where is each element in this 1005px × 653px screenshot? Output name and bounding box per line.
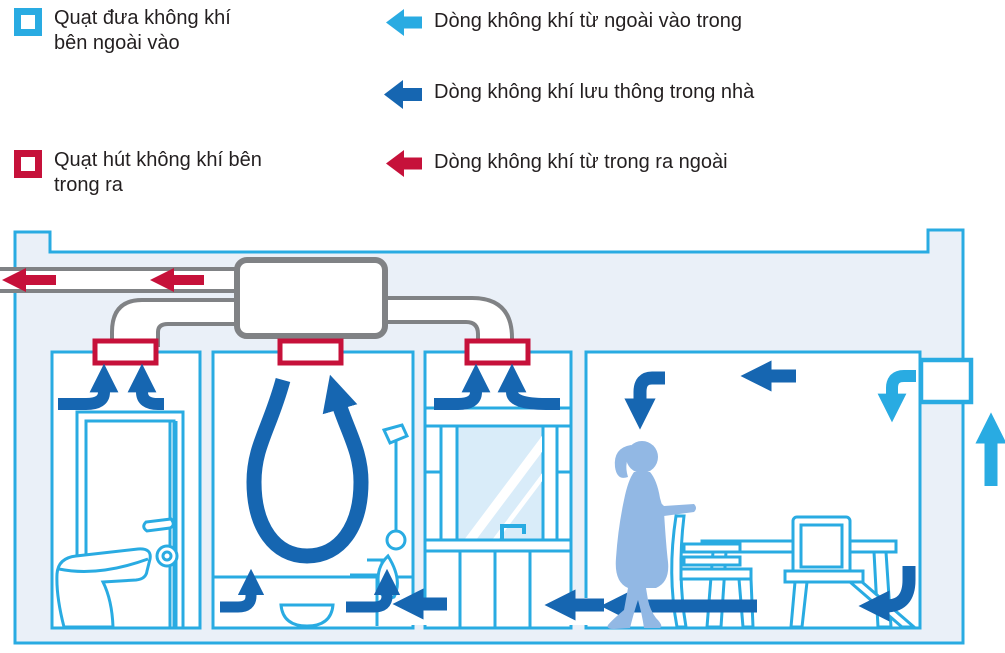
- vent-up-arrow: [497, 363, 560, 410]
- chair-seat: [783, 569, 865, 584]
- chair-slat: [682, 555, 742, 567]
- circulation-arrow-icon: [384, 80, 422, 109]
- door-handle: [155, 544, 179, 568]
- vent-up-arrow: [58, 363, 119, 410]
- legend-circulation-label: Dòng không khí lưu thông trong nhà: [434, 81, 755, 103]
- ventilation-unit: [234, 257, 388, 339]
- circulation-arrow: [346, 568, 401, 613]
- chair-back-post: [670, 514, 688, 629]
- legend-exhaust-fan-label: Quạt hút không khí bên trong ra: [54, 149, 262, 196]
- ponytail: [614, 445, 633, 478]
- ceiling-exhaust-vents: [92, 338, 531, 366]
- mirror: [455, 424, 545, 542]
- shower-bracket: [385, 529, 407, 551]
- legend-flow-inside-out: Dòng không khí từ trong ra ngoài: [386, 149, 728, 177]
- vent-up-arrow: [434, 363, 491, 410]
- legend-flow-outside-in: Dòng không khí từ ngoài vào trong: [386, 8, 742, 36]
- wash-bowl: [279, 603, 335, 628]
- wall-supply-vent: [918, 357, 974, 405]
- basin-faucet: [500, 524, 526, 540]
- legs: [607, 588, 662, 629]
- airflow-arrows: [1, 267, 1005, 622]
- vent-up-arrow: [127, 363, 164, 410]
- circulation-arrow: [220, 568, 265, 613]
- washbasin-vanity: [425, 406, 571, 628]
- toilet: [55, 547, 152, 629]
- exhaust-vent-washroom: [464, 338, 531, 366]
- legend-inside-out-label: Dòng không khí từ trong ra ngoài: [434, 151, 728, 173]
- circulation-arrow: [858, 566, 916, 622]
- bathroom-loop-arrow: [246, 374, 369, 564]
- outside-in-arrow-icon: [386, 9, 422, 36]
- circulation-arrow: [624, 371, 665, 430]
- exhaust-fan-icon: [14, 150, 42, 178]
- supply-fan-icon: [14, 8, 42, 36]
- inside-out-arrow-icon: [386, 150, 422, 177]
- exhaust-vent-toilet: [92, 338, 159, 366]
- exhaust-vent-bathroom: [277, 338, 344, 366]
- legend-supply-fan-label: Quạt đưa không khí bên ngoài vào: [54, 7, 231, 54]
- legend-outside-in-label: Dòng không khí từ ngoài vào trong: [434, 10, 743, 32]
- legend-flow-circulation: Dòng không khí lưu thông trong nhà: [384, 79, 754, 109]
- intake-flow-arrow: [877, 370, 916, 423]
- chair-leg: [789, 580, 809, 629]
- person: [607, 441, 696, 629]
- legend-exhaust-fan: Quạt hút không khí bên trong ra: [14, 148, 269, 198]
- shower-head: [381, 423, 410, 445]
- chair-seat: [679, 567, 753, 581]
- door-lever: [142, 517, 175, 533]
- legend-supply-fan: Quạt đưa không khí bên ngoài vào: [14, 6, 269, 56]
- chair-slat: [682, 542, 742, 554]
- arm-with-tray: [644, 492, 696, 516]
